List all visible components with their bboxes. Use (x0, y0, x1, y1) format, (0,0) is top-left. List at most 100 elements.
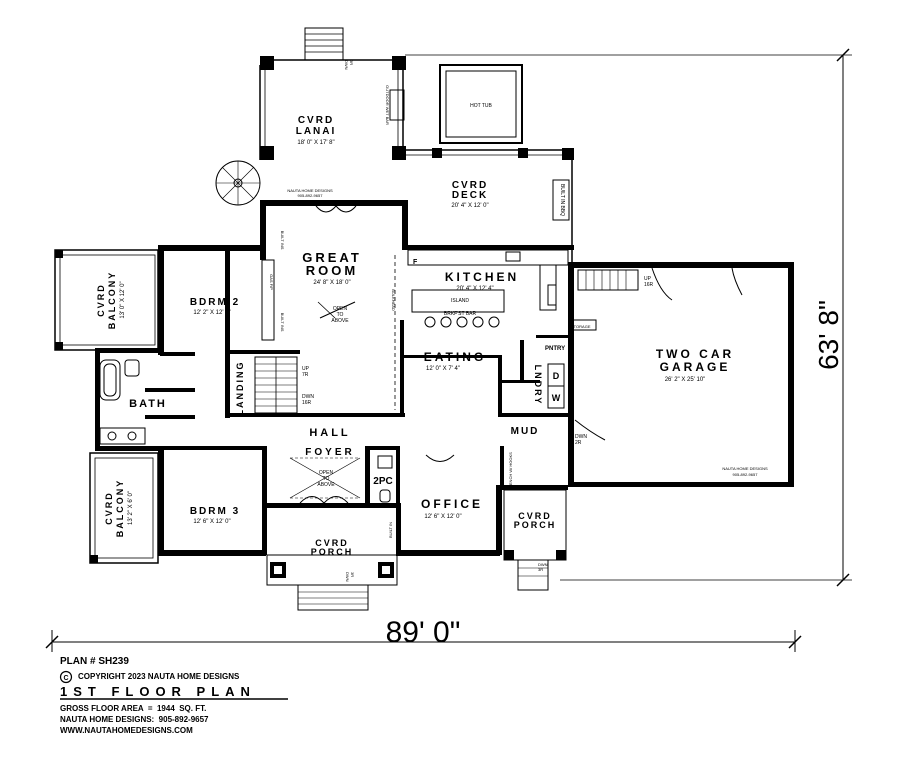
balcony-bottom-label-1: CVRD (104, 491, 114, 525)
bdrm2-size: 12' 2" X 12' 0" (193, 310, 230, 316)
balcony-top-size: 13' 0" X 12' 0" (120, 281, 126, 318)
nauta-stamp-garage-2: 905-892-9657 (733, 472, 759, 477)
breakfast-bar-label: BRKF'ST BAR (444, 311, 477, 317)
hall-label: HALL (309, 427, 350, 439)
eating-label: EATING (424, 350, 486, 364)
bath-fixtures (99, 359, 146, 445)
stair-up-label: UP (302, 366, 310, 372)
stair-up-risers: 7R (302, 372, 309, 378)
mud-stair-2: 2R (575, 440, 582, 446)
kitchen-details (407, 249, 569, 328)
side-porch-stair-1: DWN (538, 562, 548, 567)
deck-label-1: CVRD (452, 180, 488, 191)
built-ins-great-room-label-2: BUILT INS (280, 313, 285, 332)
plan-title: 1ST FLOOR PLAN (60, 684, 256, 699)
foyer-open-1: OPEN (319, 470, 334, 476)
built-in-bdrm3-label: BUILT IN (262, 522, 267, 538)
dryer-label: D (553, 371, 560, 381)
foyer-label: FOYER (305, 447, 354, 458)
kitchen-size: 20' 4" X 12' 4" (456, 286, 493, 292)
island-label: ISLAND (451, 298, 469, 304)
gas-fp-label: GAS F/P (269, 274, 274, 290)
copyright-text: COPYRIGHT 2023 NAUTA HOME DESIGNS (78, 672, 240, 681)
lanai-wet-bar-note: OUTDOOR WET BAR (385, 85, 390, 125)
overall-width-dimension: 89' 0" (386, 616, 461, 649)
side-porch-stair-2: 3R (538, 567, 543, 572)
stairs (254, 356, 298, 414)
bulkhead-label: BULKHEAD (391, 289, 396, 311)
overall-depth-dimension: 63' 8" (813, 300, 844, 370)
gross-floor-area: GROSS FLOOR AREA = 1944 SQ. FT. (60, 704, 207, 713)
side-porch-label-1: CVRD (518, 511, 552, 521)
kitchen-label: KITCHEN (445, 270, 519, 284)
foyer-open-2: TO (323, 476, 330, 482)
laundry-label: LNDRY (533, 365, 543, 406)
lanai-label-1: CVRD (298, 115, 334, 126)
bench-hooks-label: BENCH W/ HOOKS (508, 452, 513, 488)
copyright-icon: C (59, 670, 73, 684)
great-room-open-3: ABOVE (331, 318, 349, 324)
bath-label: BATH (129, 398, 167, 410)
interior-walls (145, 248, 570, 506)
great-room-label-1: GREAT (302, 250, 362, 265)
deck-structure (403, 64, 574, 265)
washer-box (547, 385, 565, 409)
lanai-size: 18' 0" X 17' 8" (297, 140, 334, 146)
mud-label: MUD (511, 426, 540, 437)
balcony-bottom-label-2: BALCONY (115, 479, 125, 538)
powder-room-sink (377, 455, 393, 469)
balcony-bottom-size: 13' 2" X 6' 0" (128, 491, 134, 525)
front-porch-structure (266, 554, 398, 611)
garage-up-label: UP (644, 276, 652, 282)
lanai-label-2: LANAI (296, 126, 337, 137)
balcony-top-label-1: CVRD (96, 283, 106, 317)
nauta-stamp-garage-1: NAUTA HOME DESIGNS (722, 466, 768, 471)
designer-phone: NAUTA HOME DESIGNS: 905-892-9657 (60, 715, 209, 724)
garage-size: 26' 2" X 25' 10" (665, 377, 706, 383)
hot-tub-label: HOT TUB (470, 103, 492, 109)
foyer-opening (289, 457, 361, 504)
garage-details (577, 267, 743, 301)
storage-label: STORAGE (571, 324, 591, 329)
garage-label-2: GARAGE (660, 360, 731, 374)
bdrm2-label: BDRM 2 (190, 297, 240, 308)
built-in-office-label: BUILT IN (388, 522, 393, 538)
bdrm3-size: 12' 6" X 12' 0" (193, 519, 230, 525)
balcony-top-label-2: BALCONY (107, 271, 117, 330)
dimension-lines (45, 48, 852, 652)
designer-website: WWW.NAUTAHOMEDESIGNS.COM (60, 726, 193, 735)
garage-up-risers: 16R (644, 282, 654, 288)
bdrm3-label: BDRM 3 (190, 506, 240, 517)
lanai-stair-note-1: DWN (344, 60, 349, 70)
great-room-size: 24' 8" X 18' 0" (313, 280, 350, 286)
front-porch-stair-2: 3R (350, 572, 355, 577)
office-door-swing (425, 454, 455, 462)
stair-down-risers: 16R (302, 400, 312, 406)
front-porch-label-2: PORCH (311, 547, 354, 557)
landing-label: LANDING (235, 361, 245, 416)
foyer-open-3: ABOVE (317, 482, 335, 488)
stair-down-label: DWN (302, 394, 314, 400)
built-ins-great-room-label: BUILT INS (280, 231, 285, 250)
front-porch-stair-1: DWN (345, 572, 350, 582)
side-porch-label-2: PORCH (514, 520, 557, 530)
side-porch-structure (503, 489, 567, 591)
balconies (54, 249, 159, 564)
powder-room-toilet (379, 489, 391, 503)
great-room-open-2: TO (337, 312, 344, 318)
great-room-label-2: ROOM (306, 263, 358, 278)
garage-label-1: TWO CAR (656, 347, 734, 361)
deck-label-2: DECK (452, 190, 488, 201)
office-size: 12' 6" X 12' 0" (424, 514, 461, 520)
built-in-bbq-label: BUILT IN BBQ (559, 184, 565, 216)
eating-size: 12' 0" X 7' 4" (426, 366, 460, 372)
plan-number: PLAN # SH239 (60, 656, 129, 667)
svg-text:C: C (63, 675, 68, 682)
powder-room-label: 2PC (373, 476, 392, 487)
front-porch-label-1: CVRD (315, 538, 349, 548)
washer-label: W (552, 393, 561, 403)
lanai-structure (215, 27, 406, 206)
storage-box (569, 319, 597, 331)
office-label: OFFICE (421, 497, 483, 511)
